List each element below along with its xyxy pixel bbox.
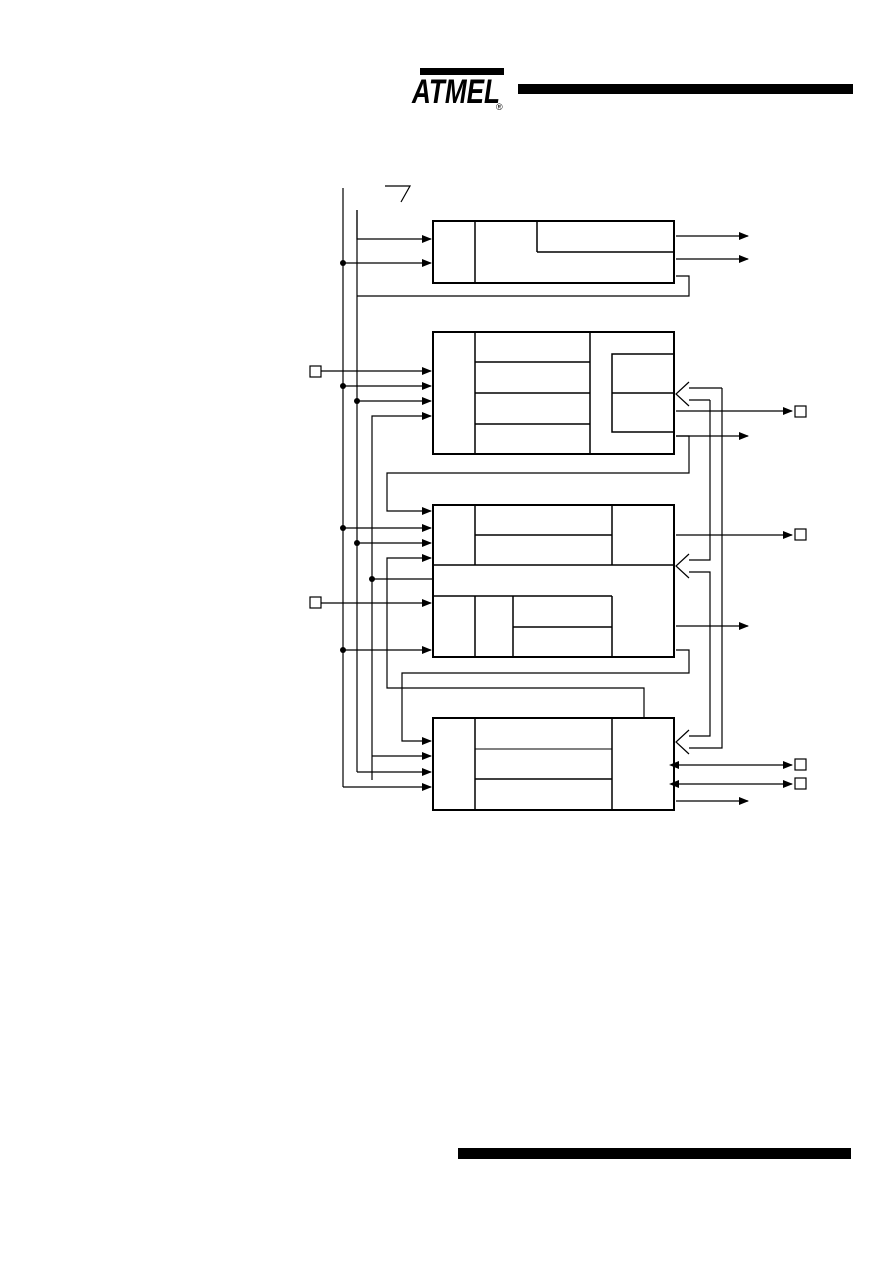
- block-2: [432, 331, 675, 455]
- footer-rule: [458, 1148, 851, 1159]
- pin-6: [794, 777, 807, 790]
- b1-feedback: [357, 275, 690, 297]
- pin-4: [794, 528, 807, 541]
- internal-data-bus: [675, 381, 723, 755]
- bus-bracket: [385, 185, 412, 203]
- pin-1: [309, 365, 322, 378]
- b3-to-b4-link: [401, 649, 690, 745]
- pin-5: [794, 758, 807, 771]
- b3-input-3: [386, 554, 432, 673]
- pin-2: [794, 405, 807, 418]
- junction-dots: [340, 260, 375, 653]
- logo-wordmark: ATMEL: [411, 73, 500, 111]
- b1-input-1: [356, 210, 432, 243]
- header-rule: [518, 84, 853, 94]
- block-1: [432, 220, 675, 284]
- block-4: [432, 717, 675, 811]
- pin-3: [309, 596, 322, 609]
- logo-top-bar: [420, 68, 504, 75]
- atmel-logo-icon: ATMEL ®: [411, 68, 504, 112]
- logo-trademark: ®: [496, 102, 503, 112]
- b3-b4-internal: [386, 673, 645, 718]
- b2-input-4: [371, 412, 432, 780]
- block-3: [432, 504, 675, 658]
